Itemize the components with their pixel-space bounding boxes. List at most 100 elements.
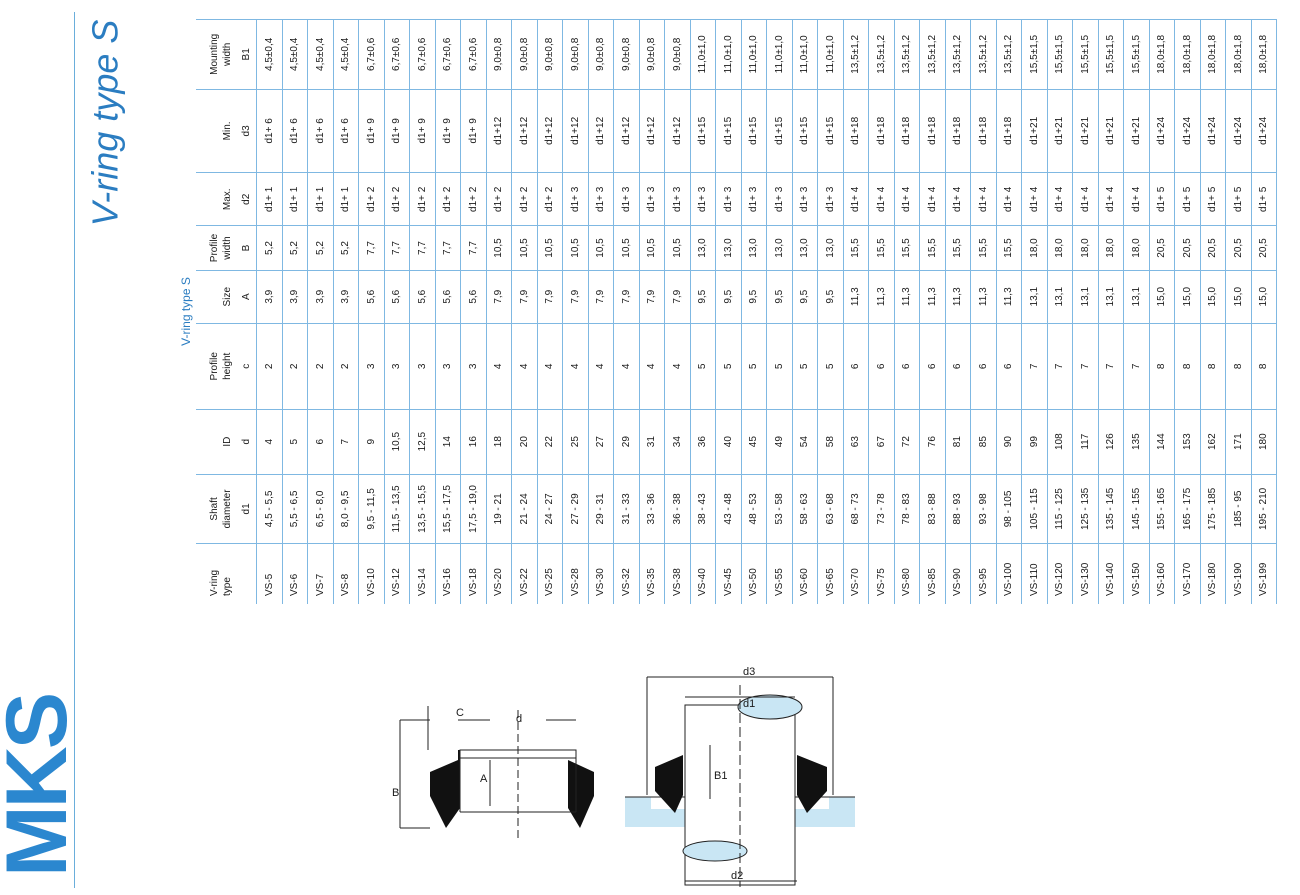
table-cell: 7,7 — [460, 225, 486, 271]
table-cell: 11,5 - 13,5 — [384, 474, 410, 544]
table-cell: 53 - 58 — [766, 474, 792, 544]
table-cell: 48 - 53 — [741, 474, 767, 544]
table-cell: 145 - 155 — [1123, 474, 1149, 544]
table-cell: 6 — [307, 409, 333, 475]
table-cell: 18,0 — [1123, 225, 1149, 271]
dim-label-d1: d1 — [743, 698, 755, 710]
table-cell: 43 - 48 — [715, 474, 741, 544]
ring-right — [797, 745, 827, 813]
table-cell: d1+18 — [996, 89, 1022, 173]
header-label-line2: type — [222, 577, 233, 596]
table-cell: 73 - 78 — [868, 474, 894, 544]
table-caption: V-ring type S — [179, 277, 193, 346]
table-cell: 108 — [1047, 409, 1073, 475]
table-cell: VS-85 — [919, 543, 945, 604]
table-cell: 45 — [741, 409, 767, 475]
table-cell: d1+ 4 — [1047, 172, 1073, 226]
dim-label-b1: B1 — [714, 770, 727, 782]
header-cell: Size — [196, 270, 236, 324]
header-symbol: d3 — [236, 89, 257, 173]
table-cell: 7,9 — [613, 270, 639, 324]
table-cell: VS-25 — [537, 543, 563, 604]
table-cell: d1+ 3 — [588, 172, 614, 226]
table-cell: 6,7±0,6 — [358, 19, 384, 90]
table-cell: 5 — [792, 323, 818, 410]
table-cell: 185 - 95 — [1225, 474, 1251, 544]
table-cell: 13,5±1,2 — [919, 19, 945, 90]
table-cell: 4 — [562, 323, 588, 410]
table-cell: 8 — [1251, 323, 1277, 410]
table-cell: 9,0±0,8 — [613, 19, 639, 90]
table-cell: VS-8 — [333, 543, 359, 604]
table-cell: VS-16 — [435, 543, 461, 604]
table-cell: d1+ 2 — [409, 172, 435, 226]
table-cell: d1+ 9 — [435, 89, 461, 173]
table-cell: d1+12 — [511, 89, 537, 173]
table-cell: 58 — [817, 409, 843, 475]
table-cell: 15,0 — [1149, 270, 1175, 324]
table-cell: 5 — [690, 323, 716, 410]
table-cell: d1+21 — [1047, 89, 1073, 173]
table-cell: 15,5 — [868, 225, 894, 271]
table-cell: 7,7 — [435, 225, 461, 271]
table-cell: d1+24 — [1200, 89, 1226, 173]
table-cell: 6 — [919, 323, 945, 410]
table-cell: 10,5 — [384, 409, 410, 475]
table-cell: 11,3 — [868, 270, 894, 324]
table-cell: d1+ 3 — [690, 172, 716, 226]
table-cell: 93 - 98 — [970, 474, 996, 544]
table-cell: 99 — [1021, 409, 1047, 475]
table-cell: 7,7 — [384, 225, 410, 271]
table-cell: 15,5 — [945, 225, 971, 271]
table-cell: 15,0 — [1225, 270, 1251, 324]
table-cell: 3 — [435, 323, 461, 410]
table-cell: 13,0 — [766, 225, 792, 271]
table-cell: 13,0 — [690, 225, 716, 271]
ring-upper-lip — [430, 750, 460, 828]
header-cell: Min. — [196, 89, 236, 173]
table-cell: 5 — [817, 323, 843, 410]
table-cell: 11,3 — [919, 270, 945, 324]
table-cell: 4 — [537, 323, 563, 410]
table-cell: d1+ 4 — [1098, 172, 1124, 226]
table-cell: 13,5±1,2 — [996, 19, 1022, 90]
table-cell: 15,5±1,5 — [1021, 19, 1047, 90]
table-cell: 9,5 — [690, 270, 716, 324]
table-cell: d1+12 — [486, 89, 512, 173]
table-cell: 13,1 — [1098, 270, 1124, 324]
table-cell: 8 — [1149, 323, 1175, 410]
table-cell: 4 — [639, 323, 665, 410]
table-cell: VS-65 — [817, 543, 843, 604]
shaft-end-bottom — [682, 840, 748, 862]
table-cell: 13,1 — [1123, 270, 1149, 324]
table-cell: d1+21 — [1098, 89, 1124, 173]
table-cell: 3 — [358, 323, 384, 410]
mounting-diagram: d1 d3 B1 d2 — [625, 666, 855, 887]
brand-logo: MKS — [0, 688, 85, 884]
table-cell: VS-32 — [613, 543, 639, 604]
table-cell: 11,0±1,0 — [715, 19, 741, 90]
table-cell: 58 - 63 — [792, 474, 818, 544]
table-cell: d1+ 4 — [1123, 172, 1149, 226]
dim-label-b: B — [392, 787, 399, 799]
dim-label-c: C — [456, 707, 464, 719]
table-cell: 6,7±0,6 — [435, 19, 461, 90]
table-cell: d1+ 5 — [1174, 172, 1200, 226]
table-cell: VS-10 — [358, 543, 384, 604]
table-cell: d1+ 5 — [1225, 172, 1251, 226]
dim-label-a: A — [480, 773, 488, 785]
header-label: ID — [222, 436, 233, 447]
table-cell: VS-180 — [1200, 543, 1226, 604]
table-cell: 125 - 135 — [1072, 474, 1098, 544]
table-cell: 25 — [562, 409, 588, 475]
table-cell: 9,5 — [715, 270, 741, 324]
table-cell: 10,5 — [639, 225, 665, 271]
table-cell: VS-140 — [1098, 543, 1124, 604]
dim-label-d2: d2 — [731, 870, 743, 882]
table-cell: d1+12 — [639, 89, 665, 173]
